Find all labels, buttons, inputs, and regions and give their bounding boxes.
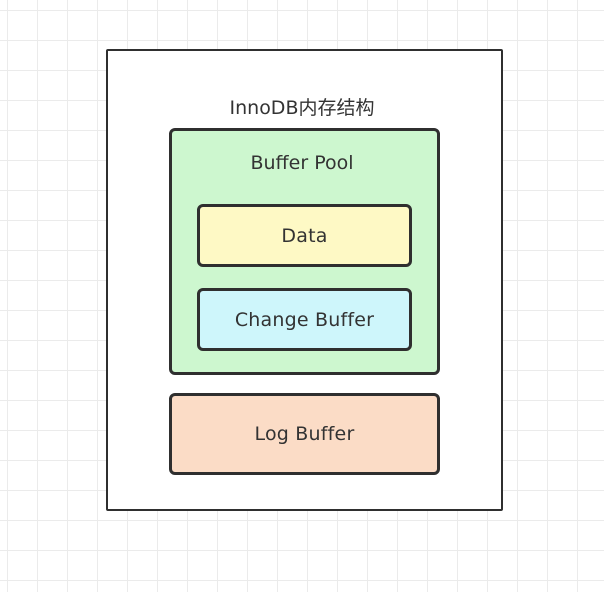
log-buffer-box: Log Buffer [169, 393, 440, 475]
change-buffer-label: Change Buffer [234, 308, 375, 331]
change-buffer-box: Change Buffer [197, 288, 412, 351]
log-buffer-label: Log Buffer [254, 423, 355, 445]
data-box: Data [197, 204, 412, 267]
data-label: Data [281, 224, 328, 247]
